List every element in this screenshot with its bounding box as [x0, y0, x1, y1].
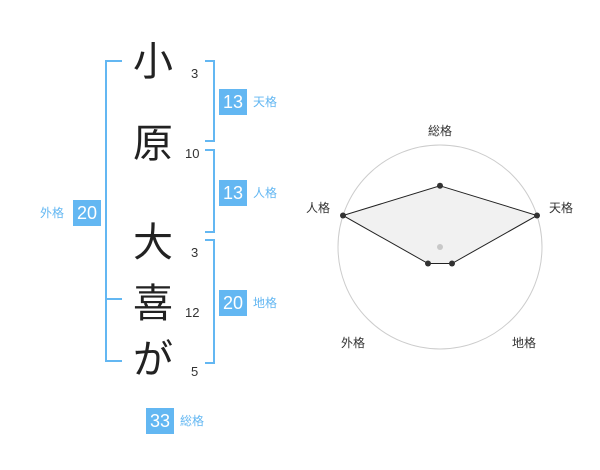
jinkaku-label: 人格 [253, 186, 278, 200]
stroke-count-3: 3 [191, 245, 199, 260]
radar-label-chikaku: 地格 [511, 336, 536, 350]
stroke-count-4: 12 [185, 305, 200, 320]
radar-label-soukaku: 総格 [427, 124, 452, 138]
name-char-5: が [133, 337, 173, 383]
stroke-count-5: 5 [191, 364, 199, 379]
chikaku-bracket [205, 239, 215, 364]
jinkaku-value-badge: 13 [219, 180, 247, 206]
radar-points [339, 182, 541, 267]
tenkaku-bracket [205, 60, 215, 142]
radar-label-tenkaku: 天格 [548, 201, 573, 215]
radar-label-gaikaku: 外格 [340, 336, 365, 350]
gaikaku-value-badge: 20 [73, 200, 101, 226]
gaikaku-bracket [105, 60, 122, 362]
radar-polygon [341, 185, 539, 265]
stroke-count-2: 10 [185, 146, 200, 161]
chikaku-value-badge: 20 [219, 290, 247, 316]
stroke-count-1: 3 [191, 66, 199, 81]
radar-chart [337, 144, 543, 350]
name-char-4: 喜 [133, 281, 173, 327]
jinkaku-bracket [205, 149, 215, 233]
chikaku-label: 地格 [253, 296, 278, 310]
gaikaku-bracket-tick [105, 298, 122, 300]
tenkaku-label: 天格 [253, 95, 278, 109]
gaikaku-label: 外格 [40, 206, 65, 220]
radar-point-4 [425, 260, 432, 267]
radar-label-jinkaku: 人格 [305, 201, 330, 215]
tenkaku-value-badge: 13 [219, 89, 247, 115]
radar-center-dot [437, 244, 443, 250]
soukaku-value-badge: 33 [146, 408, 174, 434]
name-char-1: 小 [133, 39, 173, 85]
name-char-2: 原 [133, 121, 173, 167]
radar-point-2 [534, 212, 541, 219]
radar-point-1 [437, 182, 443, 189]
name-char-3: 大 [133, 220, 173, 266]
radar-point-5 [339, 212, 346, 219]
soukaku-label: 総格 [180, 414, 205, 428]
radar-point-3 [448, 260, 455, 267]
